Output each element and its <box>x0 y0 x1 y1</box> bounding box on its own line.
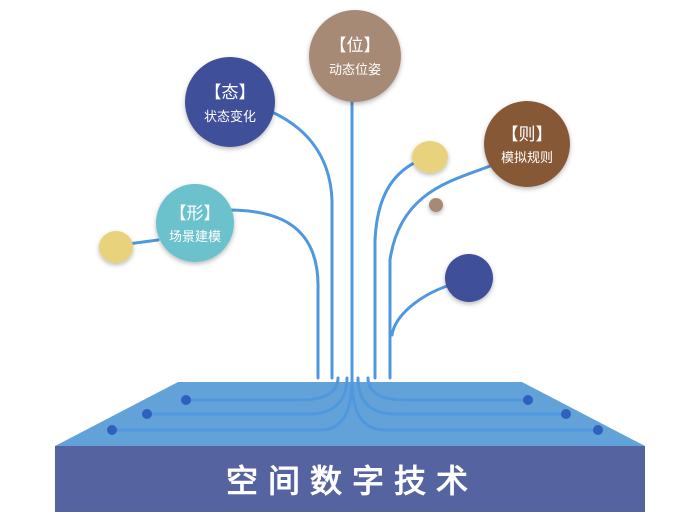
endpoint-dot <box>181 395 191 405</box>
banner-title: 空间数字技术 <box>226 462 478 500</box>
small-brown-circle <box>429 198 443 212</box>
base-left-1 <box>184 376 340 402</box>
line-tai <box>270 110 334 380</box>
svg-text:场景建模: 场景建模 <box>169 230 221 245</box>
node-ze: 【则】 模拟规则 <box>484 101 570 187</box>
connector-lines <box>110 73 600 432</box>
line-yellow-right <box>373 160 418 380</box>
svg-text:状态变化: 状态变化 <box>204 109 256 125</box>
base-right-3 <box>350 376 600 432</box>
endpoint-dot <box>142 409 152 419</box>
base-right-1 <box>366 376 530 402</box>
base-right-2 <box>356 376 568 416</box>
svg-text:模拟规则: 模拟规则 <box>501 151 553 166</box>
endpoint-dot <box>523 395 533 405</box>
svg-text:【态】: 【态】 <box>205 83 256 103</box>
line-xing <box>226 208 320 380</box>
svg-text:动态位姿: 动态位姿 <box>329 62 381 78</box>
svg-text:【则】: 【则】 <box>502 125 553 145</box>
node-tai: 【态】 状态变化 <box>185 57 275 147</box>
navy-circle <box>445 254 493 302</box>
platform-front <box>55 446 645 512</box>
base-left-2 <box>145 376 349 416</box>
svg-text:【形】: 【形】 <box>170 204 221 224</box>
svg-text:【位】: 【位】 <box>330 36 381 56</box>
line-ze <box>388 164 492 380</box>
node-wei: 【位】 动态位姿 <box>309 10 401 102</box>
yellow-circle-left <box>99 231 133 263</box>
yellow-circle-right <box>412 141 448 173</box>
endpoint-dots <box>107 395 603 435</box>
node-xing: 【形】 场景建模 <box>156 184 234 262</box>
endpoint-dot <box>593 425 603 435</box>
endpoint-dot <box>107 425 117 435</box>
line-navy <box>390 283 452 337</box>
endpoint-dot <box>561 409 571 419</box>
